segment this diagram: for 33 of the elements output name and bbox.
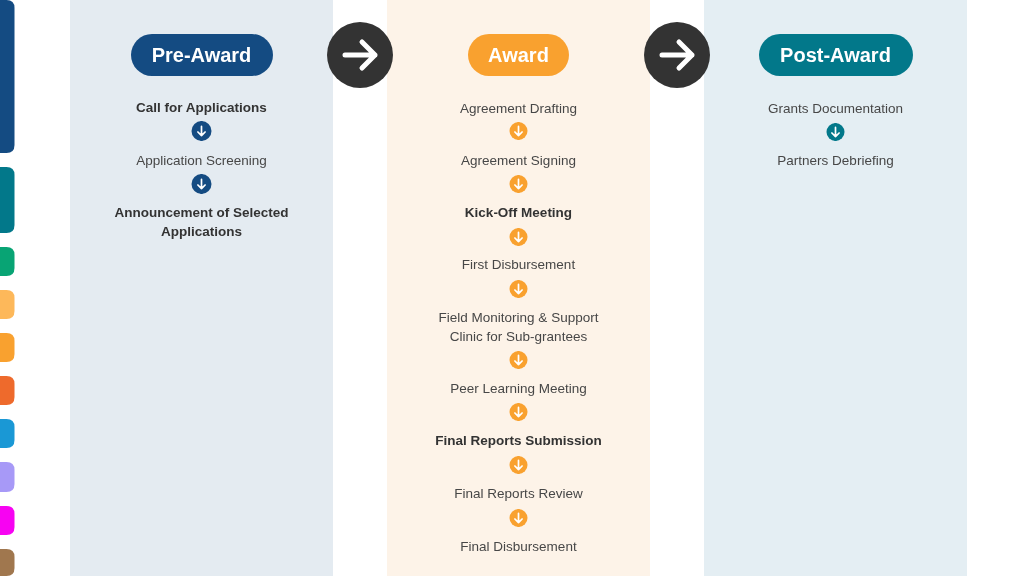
step-arrow — [509, 227, 528, 247]
step-text: Final Disbursement — [460, 537, 577, 556]
step-text: Call for Applications — [136, 98, 267, 117]
step-text: Agreement Drafting — [459, 99, 578, 118]
step-text: Agreement Signing — [461, 151, 576, 170]
step-arrow — [191, 120, 212, 142]
step-text: Final Reports Review — [454, 484, 583, 503]
step-text: Announcement of Selected Applications — [113, 203, 290, 241]
phase-header: Pre-Award — [130, 34, 273, 76]
step-text: Final Reports Submission — [435, 431, 602, 450]
step-text: Application Screening — [136, 151, 267, 170]
step-text: Grants Documentation — [767, 99, 904, 118]
step-arrow — [509, 121, 528, 141]
step-arrow — [509, 455, 528, 475]
phase-arrow — [327, 22, 393, 88]
step-text: First Disbursement — [461, 255, 576, 274]
phase-column — [70, 0, 333, 576]
phase-header: Award — [468, 34, 569, 76]
phase-arrow — [644, 22, 710, 88]
step-text: Kick-Off Meeting — [464, 203, 573, 222]
step-text: Peer Learning Meeting — [450, 379, 587, 398]
step-text: Field Monitoring & Support Clinic for Sub-grantees — [437, 308, 600, 346]
step-arrow — [509, 402, 528, 422]
phase-column — [704, 0, 967, 576]
phase-header: Post-Award — [758, 34, 913, 76]
step-arrow — [191, 173, 212, 195]
step-arrow — [509, 508, 528, 528]
step-arrow — [509, 174, 528, 194]
phase-column — [387, 0, 650, 576]
step-text: Partners Debriefing — [777, 151, 894, 170]
step-arrow — [509, 279, 528, 299]
step-arrow — [826, 122, 845, 142]
step-arrow — [509, 350, 528, 370]
